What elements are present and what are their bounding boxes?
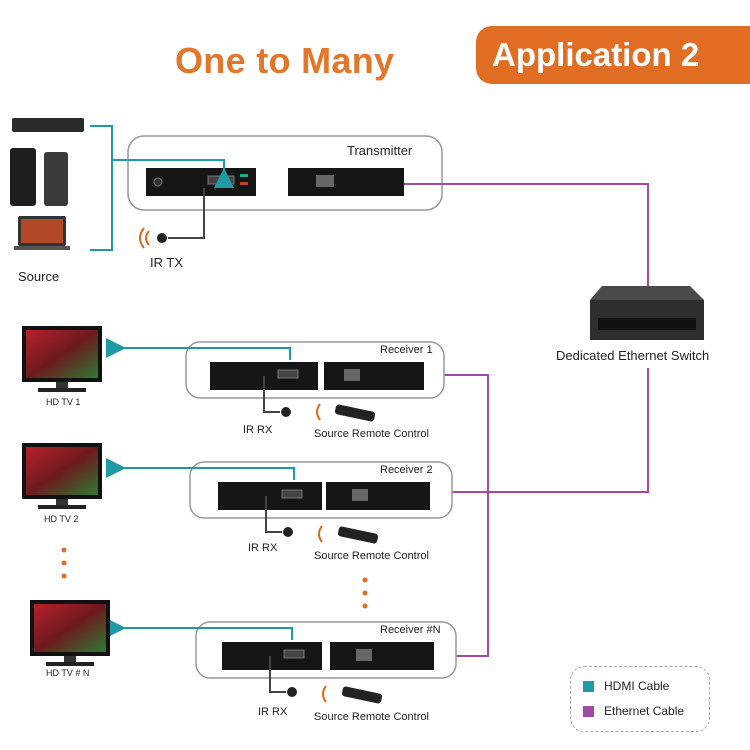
receiver-2-label: Receiver 2 (380, 464, 433, 476)
legend: HDMI Cable Ethernet Cable (570, 666, 710, 732)
ethernet-swatch (583, 705, 594, 717)
receiver-n-ir-label: IR RX (258, 706, 288, 718)
tv-n-label: HD TV # N (46, 668, 90, 678)
receiver-1-label: Receiver 1 (380, 344, 433, 356)
source-label: Source (18, 269, 60, 284)
switch-label: Dedicated Ethernet Switch (556, 348, 710, 363)
legend-item-ethernet: Ethernet Cable (583, 704, 684, 718)
transmitter-label: Transmitter (347, 143, 413, 158)
legend-hdmi-label: HDMI Cable (604, 679, 670, 693)
tv-1 (22, 326, 102, 392)
receiver-1-remote-label: Source Remote Control (314, 428, 429, 440)
ir-tx-label: IR TX (150, 255, 183, 270)
receiver-2-remote-label: Source Remote Control (314, 550, 429, 562)
tv-2 (22, 443, 102, 509)
receiver-2-ir-label: IR RX (248, 542, 278, 554)
receiver-n-label: Receiver #N (380, 624, 441, 636)
hdmi-swatch (583, 680, 594, 692)
tv-1-label: HD TV 1 (46, 397, 81, 407)
tv-2-label: HD TV 2 (44, 514, 79, 524)
switch-device (590, 286, 704, 340)
receiver-1-ir-label: IR RX (243, 424, 273, 436)
legend-ethernet-label: Ethernet Cable (604, 704, 685, 718)
receiver-n-remote-label: Source Remote Control (314, 711, 429, 723)
tv-n (30, 600, 110, 666)
continuation-dots (61, 547, 368, 609)
source-devices (10, 118, 84, 250)
page-title: One to Many (175, 40, 395, 81)
application-banner: Application 2 (476, 26, 750, 84)
legend-item-hdmi: HDMI Cable (583, 679, 669, 693)
